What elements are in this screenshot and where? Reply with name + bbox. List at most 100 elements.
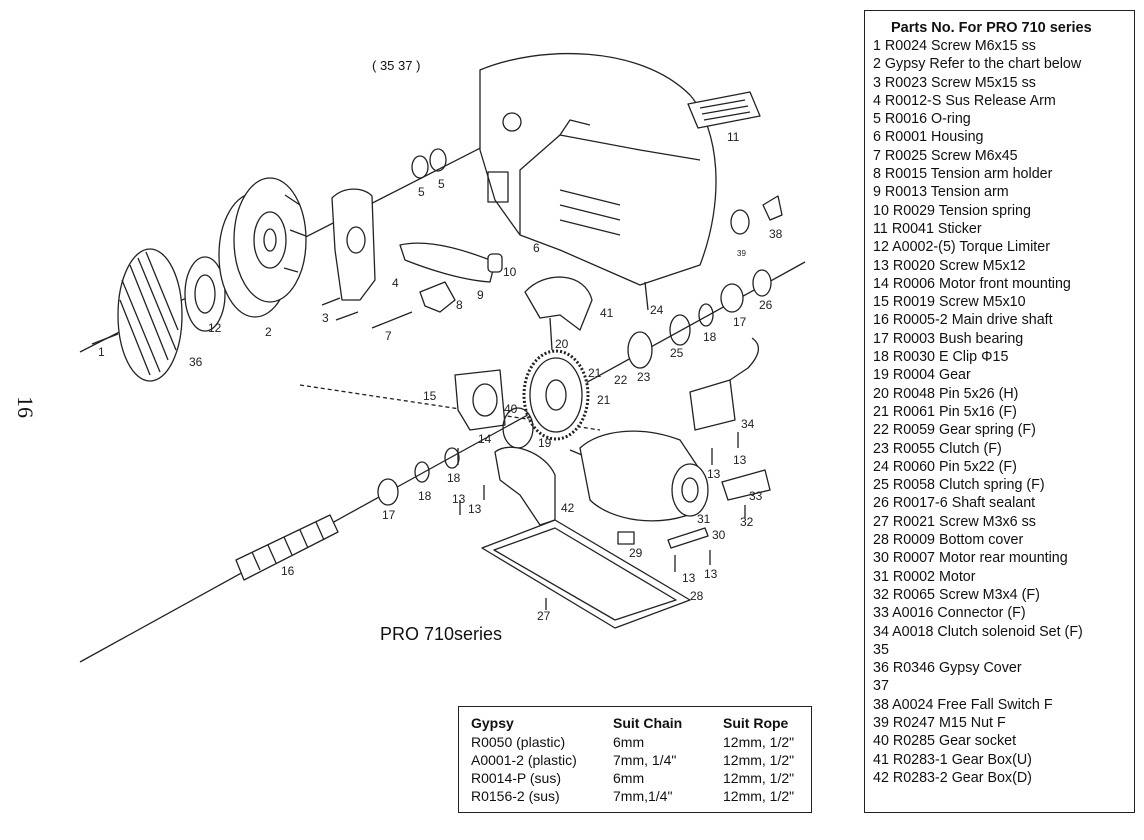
callout-label: 13: [733, 453, 747, 467]
bottom-cover-part: [481, 519, 691, 629]
screw-part: [91, 333, 119, 345]
parts-list-item: 28 R0009 Bottom cover: [873, 532, 1024, 549]
e-clip-part: [414, 461, 430, 483]
tension-arm-holder-part: [419, 281, 456, 313]
o-ring-part: [429, 148, 447, 172]
callout-label: 4: [392, 276, 399, 290]
parts-list-item: 25 R0058 Clutch spring (F): [873, 477, 1045, 494]
parts-list-item: 1 R0024 Screw M6x15 ss: [873, 38, 1036, 54]
parts-list-item: 24 R0060 Pin 5x22 (F): [873, 458, 1017, 475]
solenoid-part: [689, 337, 759, 431]
parts-list-item: 8 R0015 Tension arm holder: [873, 166, 1053, 183]
parts-list-item: 38 A0024 Free Fall Switch F: [873, 696, 1053, 713]
callout-label: 18: [447, 471, 461, 485]
callout-label: 42: [561, 501, 575, 515]
callout-label: 13: [682, 571, 696, 585]
table-cell: 12mm, 1/2": [723, 752, 795, 768]
gypsy-part: [218, 177, 307, 318]
parts-list-item: 4 R0012-S Sus Release Arm: [873, 92, 1056, 109]
tension-arm-part: [399, 242, 496, 283]
parts-list-item: 31 R0002 Motor: [873, 568, 976, 585]
table-row: R0050 (plastic) 6mm 12mm, 1/2": [471, 733, 794, 751]
parts-list-item: 41 R0283-1 Gear Box(U): [873, 751, 1032, 768]
table-cell: 7mm,1/4": [613, 788, 673, 804]
callout-label: 41: [600, 306, 614, 320]
parts-list-item: 33 A0016 Connector (F): [873, 605, 1026, 622]
callout-label: 12: [208, 321, 222, 335]
callout-label: 21: [597, 393, 611, 407]
callout-label: 33: [749, 489, 763, 503]
callout-label: 27: [537, 609, 551, 623]
parts-list-item: 17 R0003 Bush bearing: [873, 330, 1024, 347]
table-cell: R0014-P (sus): [471, 770, 562, 786]
parts-list-item: 10 R0029 Tension spring: [873, 202, 1031, 219]
parts-list-item: 39 R0247 M15 Nut F: [873, 714, 1006, 731]
motor-part: [569, 430, 709, 522]
gear-part: [522, 349, 590, 441]
parts-list: 1 R0024 Screw M6x15 ss 2 Gypsy Refer to …: [873, 37, 1128, 787]
parts-list-item: 27 R0021 Screw M3x6 ss: [873, 513, 1036, 530]
motor-front-mounting-part: [454, 369, 506, 431]
callout-label: 17: [382, 508, 396, 522]
shaft-sealant-part: [752, 269, 772, 297]
parts-list-item: 22 R0059 Gear spring (F): [873, 422, 1036, 439]
switch-part: [762, 195, 783, 221]
callout-label: 9: [477, 288, 484, 302]
parts-list-title: Parts No. For PRO 710 series: [891, 20, 1092, 36]
table-cell: 12mm, 1/2": [723, 788, 795, 804]
parts-list-item: 42 R0283-2 Gear Box(D): [873, 769, 1032, 786]
gear-box-upper-part: [524, 276, 593, 331]
parts-list-panel: Parts No. For PRO 710 series 1 R0024 Scr…: [864, 10, 1135, 813]
table-cell: 12mm, 1/2": [723, 770, 795, 786]
table-cell: 6mm: [613, 734, 645, 750]
reference-note: ( 35 37 ): [372, 58, 421, 73]
torque-limiter-part: [184, 256, 226, 332]
table-cell: 6mm: [613, 770, 645, 786]
parts-list-item: 26 R0017-6 Shaft sealant: [873, 495, 1036, 512]
connector-part: [721, 469, 771, 501]
screw-part: [371, 311, 413, 329]
parts-list-item: 18 R0030 E Clip Φ15: [873, 349, 1009, 366]
callout-label: 11: [727, 130, 740, 144]
parts-list-item: 21 R0061 Pin 5x16 (F): [873, 403, 1017, 420]
callout-label: 30: [712, 528, 726, 542]
table-row: A0001-2 (plastic) 7mm, 1/4" 12mm, 1/2": [471, 751, 794, 769]
callout-label: 3: [322, 311, 329, 325]
exploded-parts-diagram: 1 2 3 4 5 5 6 7 8 9 10 11 12 13 13 13 13…: [79, 52, 806, 663]
table-cell: R0050 (plastic): [471, 734, 566, 750]
callout-label: 24: [650, 303, 664, 317]
column-header: Gypsy: [471, 715, 514, 731]
parts-list-item: 9 R0013 Tension arm: [873, 184, 1009, 201]
table-cell: A0001-2 (plastic): [471, 752, 577, 768]
parts-list-item: 32 R0065 Screw M3x4 (F): [873, 586, 1040, 603]
gypsy-table-panel: Gypsy Suit Chain Suit Rope R0050 (plasti…: [458, 706, 812, 813]
parts-list-item: 3 R0023 Screw M5x15 ss: [873, 74, 1036, 91]
callout-label: 14: [478, 432, 492, 446]
motor-rear-mounting-part: [667, 527, 709, 549]
callout-label: 1: [98, 345, 105, 359]
parts-list-item: 2 Gypsy Refer to the chart below: [873, 56, 1082, 73]
callout-label: 13: [704, 567, 718, 581]
small-bracket-part: [617, 531, 635, 545]
screw-part: [321, 297, 341, 306]
screw-part: [335, 311, 359, 321]
callout-label: 15: [423, 389, 437, 403]
parts-list-item: 20 R0048 Pin 5x26 (H): [873, 385, 1019, 402]
callout-label: 13: [707, 467, 721, 481]
callout-label: 6: [533, 241, 540, 255]
table-cell: 12mm, 1/2": [723, 734, 795, 750]
pin-part: [549, 317, 553, 351]
parts-list-item: 23 R0055 Clutch (F): [873, 440, 1002, 457]
gear-box-lower-part: [494, 446, 556, 526]
parts-list-item: 36 R0346 Gypsy Cover: [873, 660, 1022, 677]
clutch-part: [627, 331, 653, 369]
callout-label: 16: [281, 564, 295, 578]
callout-label: 20: [555, 337, 569, 351]
parts-list-item: 11 R0041 Sticker: [873, 220, 982, 237]
callout-label: 28: [690, 589, 704, 603]
table-cell: 7mm, 1/4": [613, 752, 677, 768]
callout-label: 31: [697, 512, 711, 526]
callout-label: 25: [670, 346, 684, 360]
parts-list-item: 14 R0006 Motor front mounting: [873, 275, 1071, 292]
parts-list-item: 34 A0018 Clutch solenoid Set (F): [873, 623, 1083, 640]
